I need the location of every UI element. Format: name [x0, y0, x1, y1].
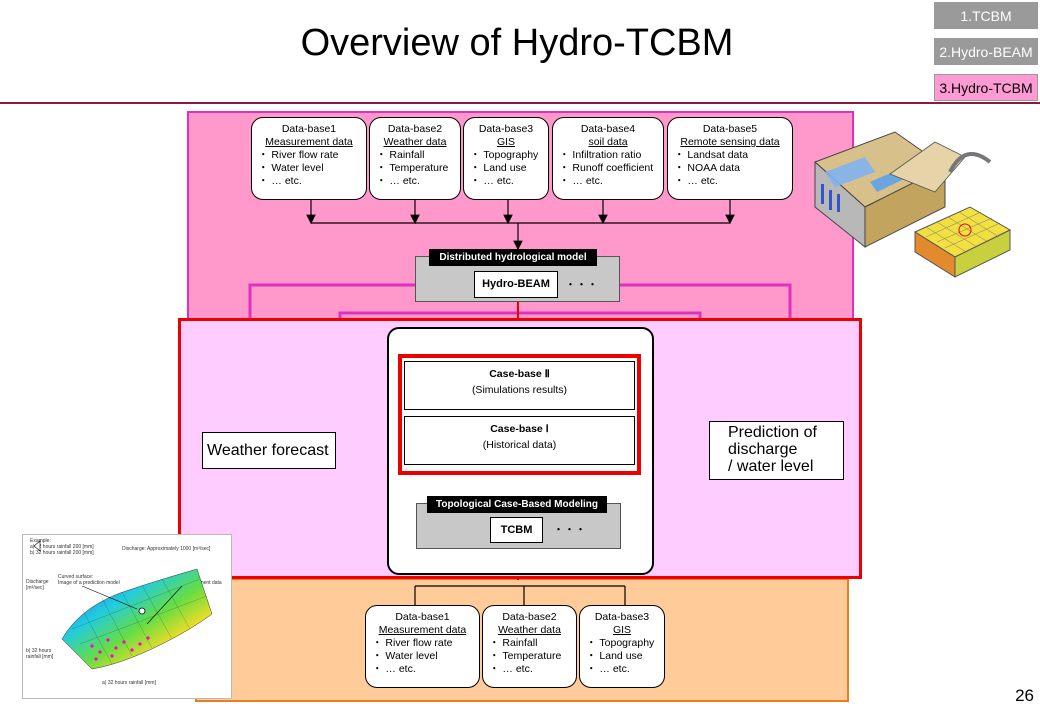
- db-name: Data-base3: [594, 611, 650, 623]
- svg-text:a) 32 hours rainfall 200 [mm]: a) 32 hours rainfall 200 [mm]: [30, 544, 94, 550]
- db-subtitle: GIS: [612, 624, 632, 636]
- db-name: Data-base1: [281, 123, 337, 135]
- case-base-highlight: [398, 354, 641, 475]
- db-item: ・ … etc.: [559, 175, 603, 187]
- db-item: ・ Temperature: [489, 650, 562, 662]
- nav-tcbm[interactable]: 1.TCBM: [934, 2, 1038, 29]
- db-name: Data-base1: [395, 611, 450, 623]
- svg-text:Discharge: Approximately 1000: Discharge: Approximately 1000 [m³/sec]: [122, 546, 211, 552]
- db-item: ・ Water level: [258, 162, 324, 174]
- svg-text:Image of a prediction model: Image of a prediction model: [58, 580, 120, 586]
- db-item: ・ Runoff coefficient: [559, 162, 654, 174]
- header-divider: [0, 102, 1040, 104]
- db-item: ・ … etc.: [470, 175, 514, 187]
- db-subtitle: Measurement data: [378, 624, 467, 636]
- db-item: ・ … etc.: [376, 175, 420, 187]
- db-item: ・ Topography: [586, 637, 655, 649]
- db-name: Data-base5: [702, 123, 758, 135]
- hydro-model-ellipsis: ・・・: [565, 279, 598, 291]
- db-item: ・ Landsat data: [674, 149, 749, 161]
- page-number: 26: [1015, 686, 1034, 705]
- tcbm-box: TCBM: [490, 517, 543, 543]
- db-item: ・ … etc.: [489, 663, 533, 675]
- db-item: ・ Rainfall: [489, 637, 538, 649]
- top-database-5: Data-base5 Remote sensing data ・ Landsat…: [667, 117, 793, 200]
- db-name: Data-base3: [478, 123, 534, 135]
- db-subtitle: soil data: [588, 136, 628, 148]
- svg-text:Curved surface:: Curved surface:: [58, 574, 93, 580]
- hydro-model-label: Distributed hydrological model: [429, 249, 597, 266]
- case-base-1-title: Case-base Ⅰ: [490, 423, 549, 435]
- svg-text:Discharge: Discharge: [26, 579, 49, 585]
- db-item: ・ Water level: [372, 650, 438, 662]
- case-base-2: Case-base Ⅱ (Simulations results): [404, 361, 635, 410]
- db-item: ・ Land use: [470, 162, 527, 174]
- db-name: Data-base2: [387, 123, 443, 135]
- top-database-3: Data-base3 GIS ・ Topography ・ Land use ・…: [463, 117, 549, 200]
- case-base-1: Case-base Ⅰ (Historical data): [404, 416, 635, 465]
- top-database-1: Data-base1 Measurement data ・ River flow…: [251, 117, 367, 200]
- case-base-1-subtitle: (Historical data): [482, 439, 557, 451]
- db-item: ・ River flow rate: [258, 149, 339, 161]
- svg-text:rainfall [mm]: rainfall [mm]: [26, 654, 54, 660]
- surface-plot-illustration: Example: a) 32 hours rainfall 200 [mm] b…: [22, 534, 232, 699]
- prediction-line: / water level: [728, 458, 814, 475]
- case-base-2-subtitle: (Simulations results): [471, 384, 568, 396]
- db-subtitle: Measurement data: [265, 136, 353, 148]
- db-item: ・ Land use: [586, 650, 643, 662]
- top-database-2: Data-base2 Weather data ・ Rainfall ・ Tem…: [369, 117, 461, 200]
- bottom-database-2: Data-base2 Weather data ・ Rainfall ・ Tem…: [482, 605, 577, 688]
- page-title: Overview of Hydro-TCBM: [300, 22, 734, 64]
- prediction-box: Prediction of discharge / water level: [709, 421, 844, 480]
- prediction-line: discharge: [728, 441, 798, 458]
- db-subtitle: Weather data: [498, 624, 561, 636]
- db-item: ・ … etc.: [586, 663, 630, 675]
- bottom-database-3: Data-base3 GIS ・ Topography ・ Land use ・…: [579, 605, 665, 688]
- db-item: ・ … etc.: [372, 663, 416, 675]
- nav-hydro-beam[interactable]: 2.Hydro-BEAM: [934, 38, 1038, 65]
- svg-text:b) 32 hours: b) 32 hours: [26, 648, 52, 654]
- db-subtitle: GIS: [496, 136, 516, 148]
- bottom-database-1: Data-base1 Measurement data ・ River flow…: [365, 605, 480, 688]
- svg-text:Example:: Example:: [30, 538, 51, 544]
- db-item: ・ Rainfall: [376, 149, 425, 161]
- top-database-4: Data-base4 soil data ・ Infiltration rati…: [552, 117, 664, 200]
- tcbm-model-ellipsis: ・・・: [553, 524, 586, 536]
- svg-text:b) 32 hours rainfall 200 [mm]: b) 32 hours rainfall 200 [mm]: [30, 550, 94, 556]
- nav-hydro-tcbm[interactable]: 3.Hydro-TCBM: [934, 74, 1038, 101]
- db-name: Data-base4: [580, 123, 636, 135]
- db-item: ・ … etc.: [258, 175, 302, 187]
- tcbm-model-label: Topological Case-Based Modeling: [427, 496, 607, 513]
- svg-text:[m³/sec]: [m³/sec]: [26, 585, 44, 591]
- db-item: ・ NOAA data: [674, 162, 740, 174]
- hydro-beam-box: Hydro-BEAM: [474, 271, 558, 298]
- db-subtitle: Remote sensing data: [680, 136, 780, 148]
- db-subtitle: Weather data: [383, 136, 447, 148]
- db-item: ・ Temperature: [376, 162, 449, 174]
- db-item: ・ Topography: [470, 149, 539, 161]
- terrain-model-illustration: [814, 131, 1012, 278]
- case-base-2-title: Case-base Ⅱ: [489, 368, 550, 380]
- db-item: ・ … etc.: [674, 175, 718, 187]
- db-item: ・ Infiltration ratio: [559, 149, 642, 161]
- prediction-line: Prediction of: [728, 424, 817, 441]
- weather-forecast-box: Weather forecast: [202, 432, 336, 469]
- db-item: ・ River flow rate: [372, 637, 453, 649]
- db-name: Data-base2: [502, 611, 557, 623]
- svg-text:a) 32 hours rainfall [mm]: a) 32 hours rainfall [mm]: [102, 680, 157, 686]
